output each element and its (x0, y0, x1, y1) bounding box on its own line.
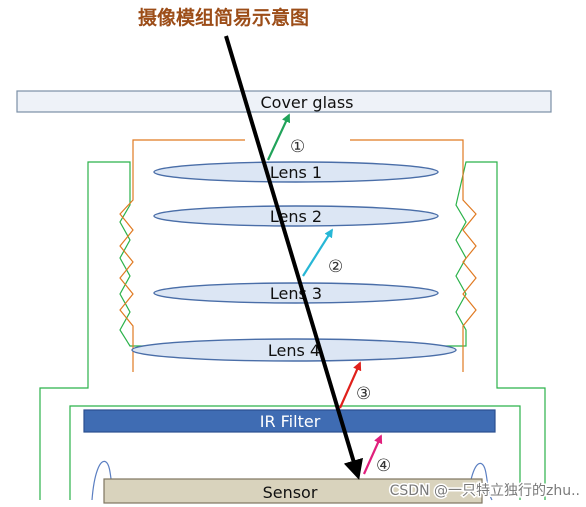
cover-glass-label: Cover glass (260, 93, 353, 112)
watermark: CSDN @一只特立独行的zhu.. (390, 483, 580, 499)
reflection-arrow-1 (267, 113, 291, 161)
lens-2 (153, 205, 439, 227)
lens-1 (153, 161, 439, 183)
lens-4 (131, 338, 457, 362)
watermark-text: CSDN @一只特立独行的zhu.. (390, 483, 580, 499)
marker-1: ① (290, 137, 305, 157)
lens-barrel-left (119, 139, 245, 372)
ir-filter (83, 409, 496, 433)
reflection-arrow-3 (338, 361, 362, 409)
holder-inner-step (69, 405, 521, 500)
cover-glass (16, 90, 552, 113)
marker-4: ④ (376, 456, 391, 476)
marker-2: ② (328, 257, 343, 277)
lens-3-label: Lens 3 (270, 284, 322, 303)
reflection-arrow-2 (302, 228, 333, 277)
light-ray (224, 35, 363, 480)
lens-3 (153, 282, 439, 304)
lens-barrel-right (350, 139, 477, 372)
reflection-arrow-4 (362, 434, 383, 475)
lens-4-label: Lens 4 (268, 341, 320, 360)
lens-1-label: Lens 1 (270, 163, 322, 182)
marker-3: ③ (356, 384, 371, 404)
diagram-title: 摄像模组简易示意图 (138, 6, 309, 29)
ir-filter-label: IR Filter (260, 412, 321, 431)
sensor (103, 478, 483, 504)
sensor-label: Sensor (263, 483, 318, 502)
